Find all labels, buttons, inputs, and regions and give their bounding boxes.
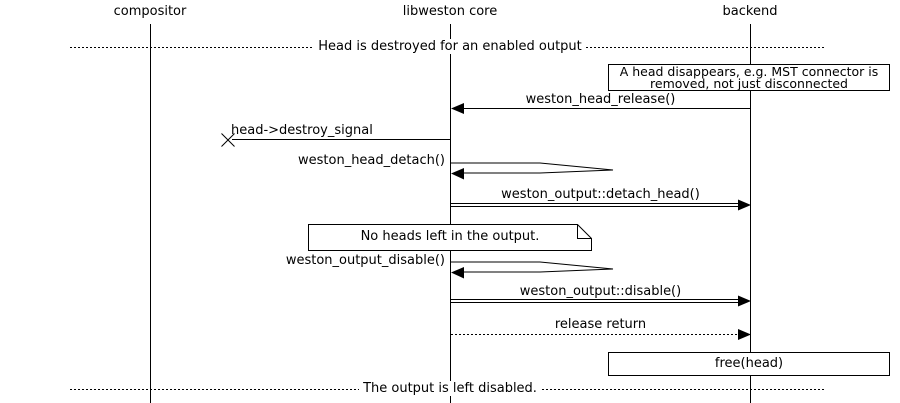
selfcall-head-detach-arrowhead xyxy=(451,168,464,180)
note-head-disappears-line1: A head disappears, e.g. MST connector is xyxy=(619,64,879,79)
selfcall-head-detach-loop xyxy=(451,162,614,174)
arrow-disable-head xyxy=(738,295,751,307)
note-no-heads-label: No heads left in the output. xyxy=(360,229,540,244)
message-destroy-signal-label: head->destroy_signal xyxy=(231,123,373,138)
note-no-heads-shape xyxy=(308,224,592,251)
participant-libweston-core: libweston core xyxy=(402,4,498,19)
message-output-disable-label: weston_output_disable() xyxy=(285,253,445,268)
message-head-detach-label: weston_head_detach() xyxy=(298,153,445,168)
note-head-disappears: A head disappears, e.g. MST connector is… xyxy=(608,64,890,91)
message-release-return-label: release return xyxy=(554,317,647,332)
message-disable-label: weston_output::disable() xyxy=(519,284,682,299)
arrow-head-release-head xyxy=(451,103,464,114)
selfcall-output-disable-loop xyxy=(451,261,614,273)
participant-backend: backend xyxy=(722,4,778,19)
selfcall-output-disable-arrowhead xyxy=(451,267,464,279)
note-no-heads-fold-icon xyxy=(577,224,592,239)
divider-top-label: Head is destroyed for an enabled output xyxy=(250,39,650,54)
note-free-head: free(head) xyxy=(608,352,890,376)
divider-bottom-label: The output is left disabled. xyxy=(250,381,650,396)
note-head-disappears-line2: removed, not just disconnected xyxy=(650,76,848,91)
message-head-release-label: weston_head_release() xyxy=(525,92,676,107)
arrow-release-return-head xyxy=(738,329,751,340)
message-detach-head-label: weston_output::detach_head() xyxy=(501,187,700,202)
lost-message-x-icon xyxy=(221,133,235,147)
arrow-detach-head-head xyxy=(738,199,751,211)
participant-compositor: compositor xyxy=(113,4,187,19)
